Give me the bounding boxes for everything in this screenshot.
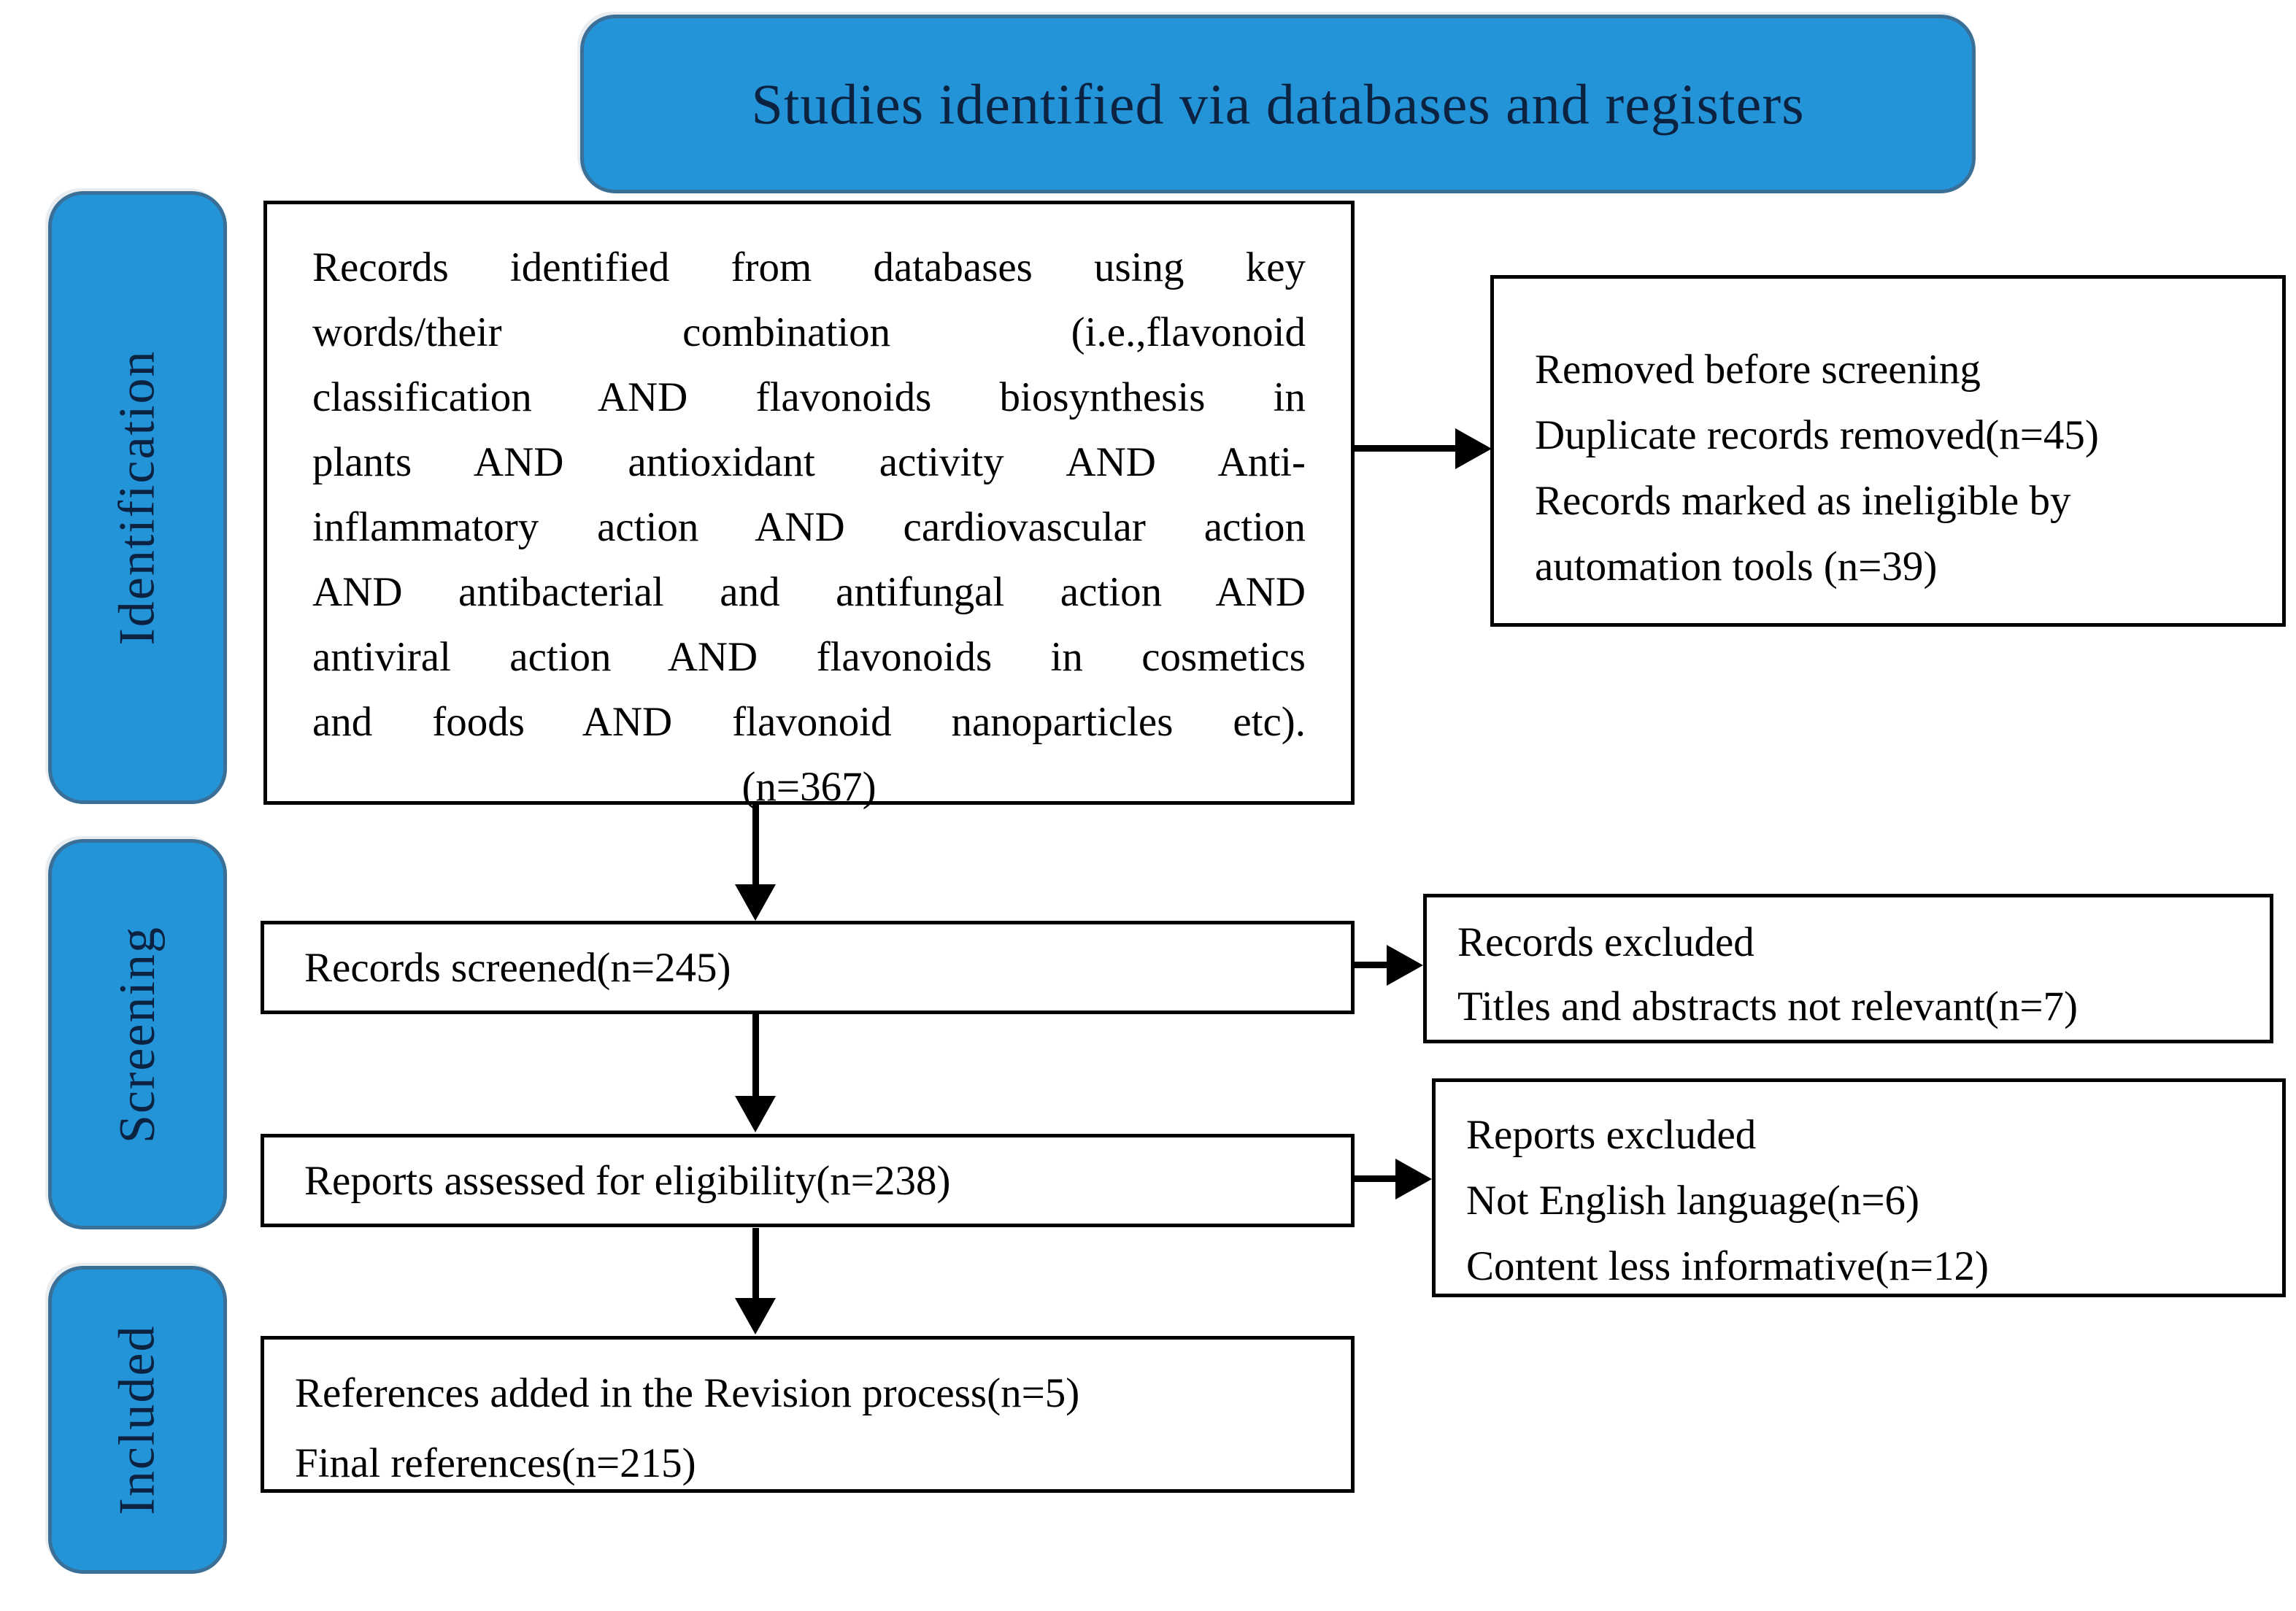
stage-label-screening-text: Screening: [109, 925, 166, 1143]
title-banner: Studies identified via databases and reg…: [580, 15, 1976, 193]
records-excluded-line: Records excluded: [1457, 919, 1754, 965]
reports-excluded-line: Reports excluded: [1466, 1112, 1757, 1158]
arrow-identified-to-screened-shaft: [752, 805, 759, 888]
arrow-down-icon: [735, 1298, 776, 1334]
removed-before-screening-box: Removed before screening Duplicate recor…: [1490, 275, 2286, 627]
reports-assessed-box: Reports assessed for eligibility(n=238): [261, 1134, 1355, 1227]
records-identified-line: classification AND flavonoids biosynthes…: [312, 374, 1306, 420]
final-references-box: References added in the Revision process…: [261, 1336, 1355, 1493]
arrow-right-icon: [1455, 428, 1492, 469]
records-excluded-box: Records excluded Titles and abstracts no…: [1423, 894, 2273, 1043]
records-identified-box: Records identified from databases using …: [263, 201, 1355, 810]
records-screened-box: Records screened(n=245): [261, 921, 1355, 1014]
reports-assessed-text: Reports assessed for eligibility(n=238): [304, 1157, 951, 1204]
reports-excluded-box: Reports excluded Not English language(n=…: [1432, 1078, 2286, 1297]
arrow-right-icon: [1387, 945, 1423, 986]
records-identified-line: inflammatory action AND cardiovascular a…: [312, 504, 1306, 550]
stage-label-identification-text: Identification: [109, 349, 166, 646]
arrow-screened-to-assessed-shaft: [752, 1014, 759, 1099]
arrow-identified-to-removed-shaft: [1355, 445, 1458, 452]
stage-label-included-text: Included: [109, 1324, 166, 1515]
arrow-assessed-to-excluded-shaft: [1355, 1175, 1398, 1182]
arrow-assessed-to-references-shaft: [752, 1228, 759, 1301]
stage-label-identification: Identification: [48, 191, 227, 804]
removed-line: Removed before screening: [1535, 347, 1981, 393]
removed-line: Duplicate records removed(n=45): [1535, 412, 2099, 458]
arrow-screened-to-excluded-shaft: [1355, 962, 1390, 968]
records-identified-line: antiviral action AND flavonoids in cosme…: [312, 634, 1306, 680]
arrow-down-icon: [735, 1096, 776, 1132]
records-excluded-line: Titles and abstracts not relevant(n=7): [1457, 984, 2079, 1029]
arrow-down-icon: [735, 884, 776, 921]
records-identified-line: Records identified from databases using …: [312, 244, 1306, 290]
arrow-right-icon: [1395, 1159, 1432, 1199]
records-identified-count: (n=367): [741, 764, 877, 810]
records-identified-line: plants AND antioxidant activity AND Anti…: [312, 439, 1306, 485]
diagram-title: Studies identified via databases and reg…: [751, 72, 1805, 136]
records-screened-text: Records screened(n=245): [304, 944, 731, 991]
reports-excluded-line: Not English language(n=6): [1466, 1178, 1920, 1224]
references-line: Final references(n=215): [295, 1440, 696, 1486]
records-identified-line: and foods AND flavonoid nanoparticles et…: [312, 699, 1306, 745]
records-identified-line: words/their combination (i.e.,flavonoid: [312, 309, 1306, 355]
stage-label-screening: Screening: [48, 839, 227, 1229]
stage-label-included: Included: [48, 1266, 227, 1574]
references-line: References added in the Revision process…: [295, 1370, 1080, 1416]
records-identified-line: AND antibacterial and antifungal action …: [312, 569, 1306, 615]
reports-excluded-line: Content less informative(n=12): [1466, 1243, 1989, 1289]
removed-line: Records marked as ineligible by automati…: [1535, 478, 2071, 590]
